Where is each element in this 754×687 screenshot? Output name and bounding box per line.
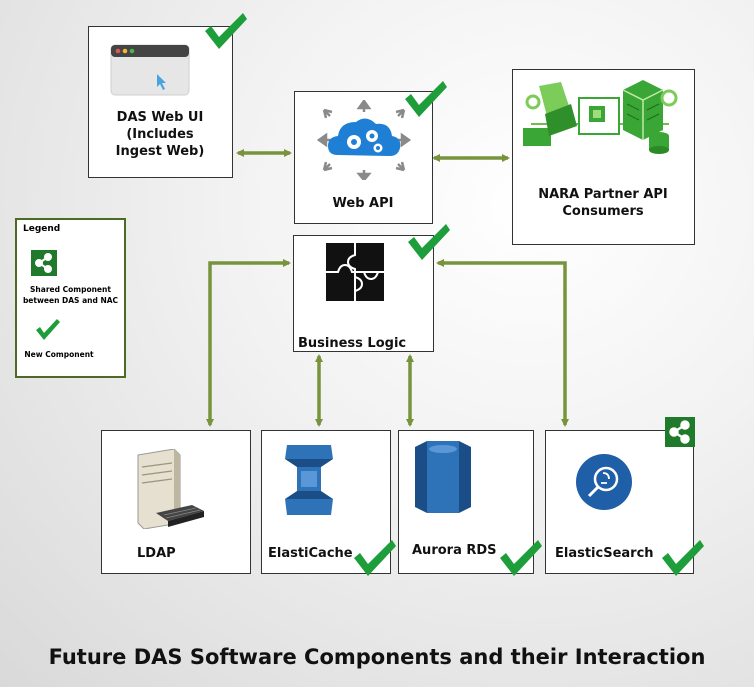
check-icon-aurora-rds (500, 540, 542, 576)
elasticsearch-box: ElasticSearch (545, 430, 694, 574)
elasticache-label: ElastiCache (268, 546, 353, 561)
share-icon (665, 417, 695, 447)
nara-partner-box: NARA Partner API Consumers (512, 69, 695, 245)
network-servers-icon (519, 76, 679, 158)
business-logic-box: Business Logic (293, 235, 434, 352)
legend-new-text: New Component (24, 350, 94, 359)
legend-title: Legend (23, 224, 61, 234)
nara-partner-label: NARA Partner API Consumers (538, 187, 668, 219)
arrow-logic-ldap (206, 259, 291, 427)
rds-database-icon (415, 441, 471, 513)
cloud-api-icon (316, 100, 412, 180)
legend-check-icon (36, 319, 60, 340)
aurora-rds-label: Aurora RDS (412, 543, 497, 558)
business-logic-label: Business Logic (298, 336, 407, 351)
legend-share-icon (31, 250, 57, 276)
web-api-box: Web API (294, 91, 433, 224)
arrow-logic-elasticsearch (436, 259, 569, 427)
elasticache-icon (285, 445, 333, 515)
diagram-title: Future DAS Software Components and their… (48, 645, 706, 669)
elasticache-box: ElastiCache (261, 430, 391, 574)
legend-shared-text: Shared Component between DAS and NAC (22, 285, 119, 305)
check-icon-web-api (405, 81, 447, 117)
check-icon-das-web-ui (205, 13, 247, 49)
elasticsearch-label: ElasticSearch (555, 546, 654, 561)
das-web-ui-label: DAS Web UI (Includes Ingest Web) (115, 110, 205, 159)
browser-window-icon (110, 44, 190, 96)
web-api-label: Web API (332, 196, 394, 211)
das-web-ui-box: DAS Web UI (Includes Ingest Web) (88, 26, 233, 178)
ldap-box: LDAP (101, 430, 251, 574)
check-icon-elasticache (354, 540, 396, 576)
legend-box: Legend Shared Component between DAS and … (15, 218, 126, 378)
elasticsearch-icon (576, 454, 632, 510)
check-icon-elasticsearch (662, 540, 704, 576)
puzzle-icon (326, 243, 384, 301)
aurora-rds-box: Aurora RDS (398, 430, 534, 574)
check-icon-business-logic (408, 224, 450, 260)
server-icon (137, 449, 204, 529)
ldap-label: LDAP (137, 546, 176, 561)
